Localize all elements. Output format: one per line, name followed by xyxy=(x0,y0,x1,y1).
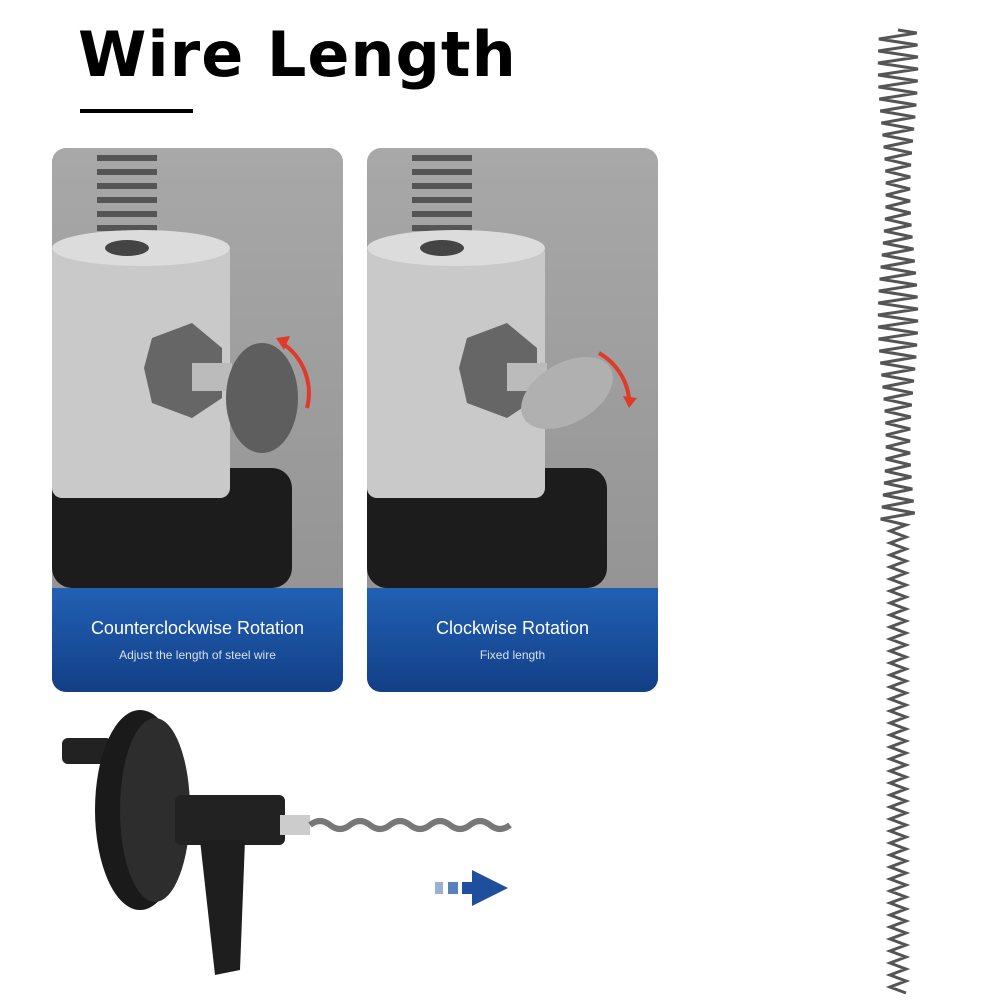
card-counterclockwise: Counterclockwise Rotation Adjust the len… xyxy=(52,148,343,692)
page-title: Wire Length xyxy=(78,18,517,91)
knob-counterclockwise-image xyxy=(52,155,311,588)
caption-panel: Counterclockwise Rotation Adjust the len… xyxy=(52,588,343,692)
caption-subtitle: Fixed length xyxy=(479,648,546,662)
caption-title: Counterclockwise Rotation xyxy=(90,618,305,638)
caption-title: Clockwise Rotation xyxy=(435,618,590,638)
steel-wire-coil xyxy=(877,28,919,995)
caption-panel: Clockwise Rotation Fixed length xyxy=(367,588,658,692)
knob-clockwise-image xyxy=(367,155,637,588)
drain-snake-tool xyxy=(62,710,512,975)
push-arrow-icon xyxy=(435,870,508,906)
caption-subtitle: Adjust the length of steel wire xyxy=(119,648,276,662)
card-clockwise: Clockwise Rotation Fixed length xyxy=(367,148,658,692)
title-underline xyxy=(80,109,193,113)
